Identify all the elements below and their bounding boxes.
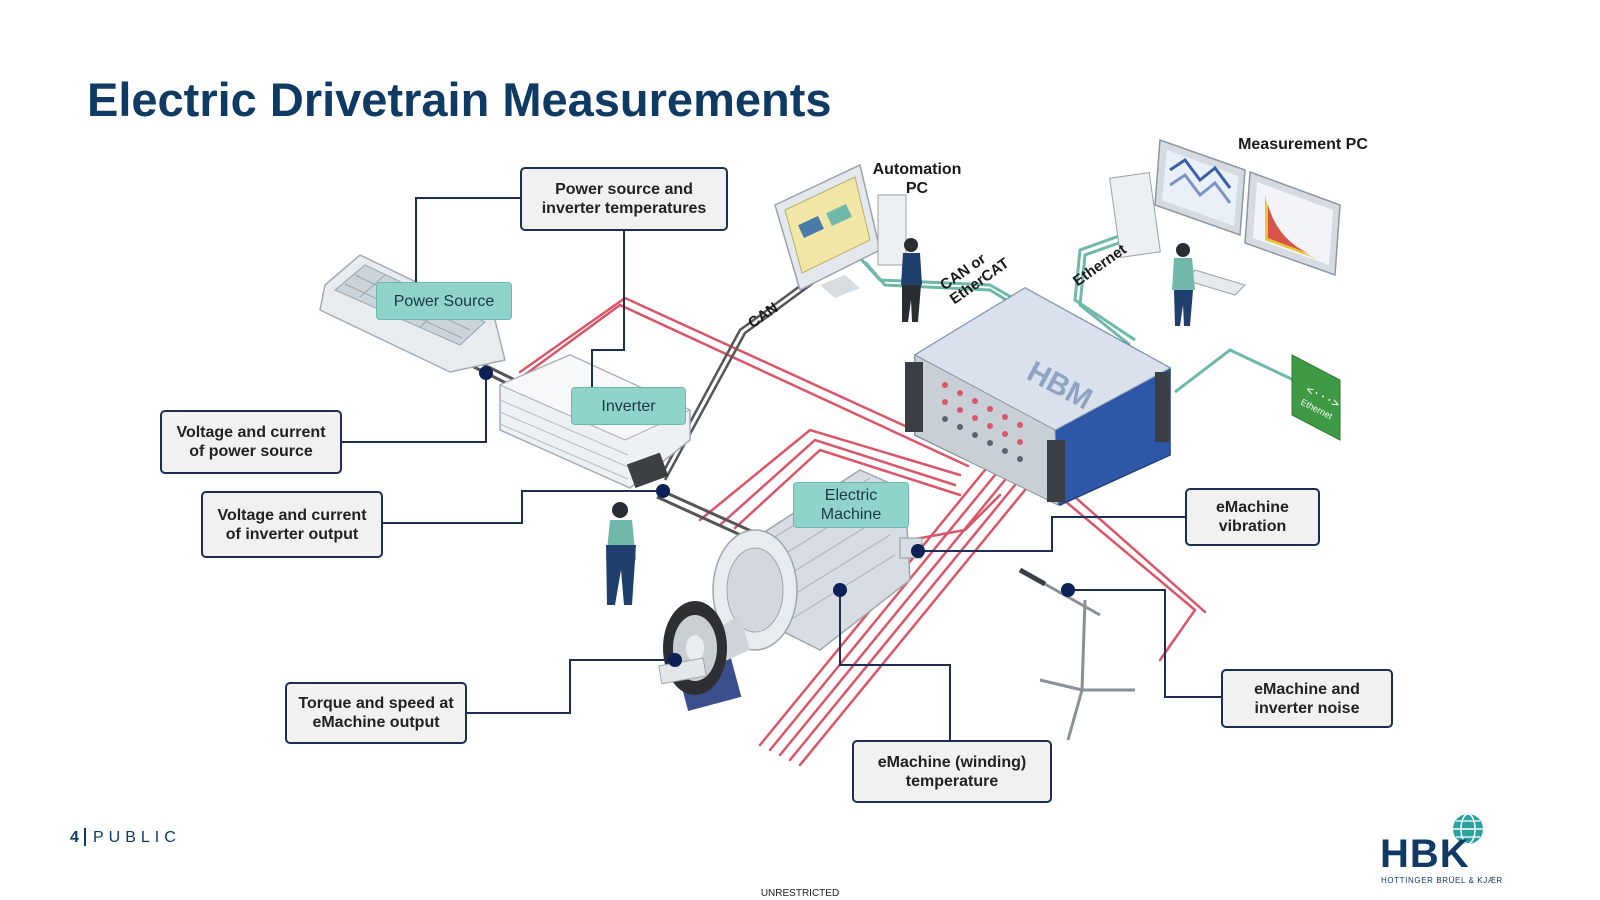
automation-pc bbox=[774, 163, 907, 298]
callout-power-source-inverter-temperatures: Power source and inverter temperatures bbox=[520, 167, 728, 231]
daq-chassis bbox=[905, 287, 1172, 506]
callout-voltage-current-power-source: Voltage and current of power source bbox=[160, 410, 342, 474]
footer-page-number: 4 bbox=[70, 829, 79, 846]
callout-torque-speed: Torque and speed at eMachine output bbox=[285, 682, 467, 744]
callout-voltage-current-inverter-output: Voltage and current of inverter output bbox=[201, 491, 383, 558]
microphone-stand bbox=[1019, 568, 1135, 741]
tag-electric-machine: Electric Machine bbox=[793, 482, 909, 528]
person-automation bbox=[901, 238, 922, 322]
footer-unrestricted: UNRESTRICTED bbox=[760, 888, 840, 899]
connector-lines bbox=[342, 197, 1221, 740]
tag-inverter: Inverter bbox=[571, 387, 686, 425]
measurement-points bbox=[479, 366, 1075, 667]
callout-emachine-inverter-noise: eMachine and inverter noise bbox=[1221, 669, 1393, 728]
label-measurement-pc: Measurement PC bbox=[1238, 136, 1368, 153]
page-title: Electric Drivetrain Measurements bbox=[87, 73, 832, 126]
hbk-logo-text: HBK bbox=[1380, 832, 1470, 876]
callout-winding-temperature: eMachine (winding) temperature bbox=[852, 740, 1052, 803]
footer-separator bbox=[84, 828, 86, 846]
label-automation-pc: Automation PC bbox=[872, 161, 962, 197]
ethernet-badge: <···> bbox=[1291, 354, 1342, 441]
footer-classification: PUBLIC bbox=[93, 829, 181, 846]
tag-power-source: Power Source bbox=[376, 282, 512, 320]
hbk-globe-icon bbox=[1453, 813, 1483, 845]
person-measurement bbox=[1172, 243, 1195, 326]
microphone-capsule bbox=[1018, 567, 1047, 587]
measurement-pc bbox=[1109, 138, 1341, 296]
callout-emachine-vibration: eMachine vibration bbox=[1185, 488, 1320, 546]
hbk-logo-subtitle: HOTTINGER BRÜEL & KJÆR bbox=[1381, 876, 1503, 885]
person-operator bbox=[606, 502, 636, 605]
power-cables bbox=[513, 296, 1207, 767]
